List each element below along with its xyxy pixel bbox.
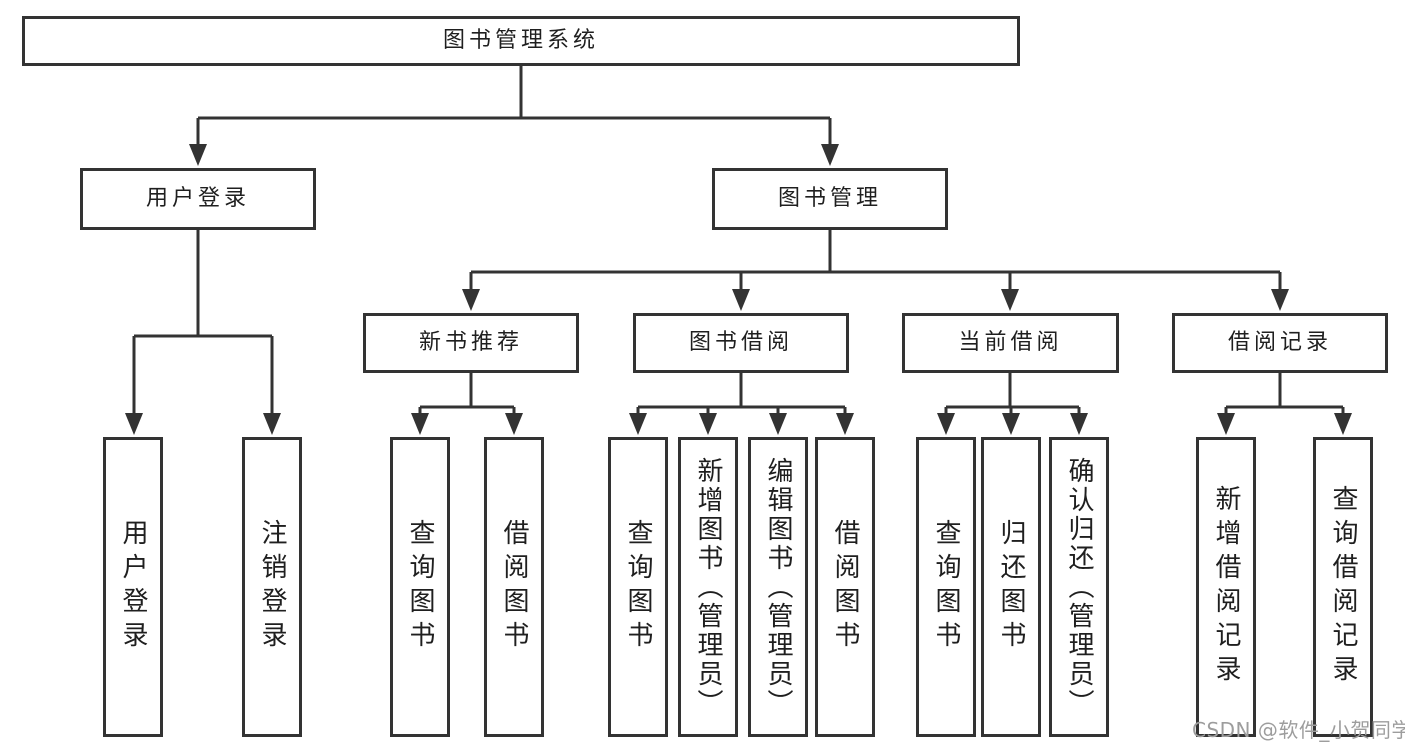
- leaf-query-borrow-record: 查询借阅记录: [1313, 437, 1373, 737]
- node-current-borrow-label: 当前借阅: [958, 330, 1063, 355]
- node-book-borrow: 图书借阅: [633, 313, 849, 373]
- node-user-login: 用户登录: [80, 168, 316, 230]
- connector-current-borrow-arrowheads: [937, 413, 1088, 435]
- node-new-book-recommend-label: 新书推荐: [418, 330, 523, 355]
- node-borrow-records: 借阅记录: [1172, 313, 1388, 373]
- connector-root: [196, 66, 832, 146]
- leaf-query-books-2-label: 查询图书: [623, 519, 653, 655]
- leaf-borrow-books-2: 借阅图书: [815, 437, 875, 737]
- leaf-edit-book-admin-label: 编辑图书（管理员）: [763, 456, 793, 718]
- leaf-query-borrow-record-label: 查询借阅记录: [1328, 485, 1358, 689]
- connector-current-borrow: [944, 373, 1081, 413]
- connector-user-login: [132, 230, 274, 413]
- leaf-query-books-1-label: 查询图书: [405, 519, 435, 655]
- node-book-management-label: 图书管理: [777, 186, 882, 211]
- leaf-query-books-3: 查询图书: [916, 437, 976, 737]
- connector-book-management-arrowheads: [462, 289, 1289, 311]
- node-user-login-label: 用户登录: [145, 186, 250, 211]
- leaf-return-books-label: 归还图书: [996, 519, 1026, 655]
- node-book-borrow-label: 图书借阅: [688, 330, 793, 355]
- connector-borrow-records: [1224, 373, 1345, 413]
- connector-new-book-recommend: [418, 373, 516, 413]
- leaf-add-borrow-record: 新增借阅记录: [1196, 437, 1256, 737]
- connector-book-borrow-arrowheads: [629, 413, 854, 435]
- leaf-user-login-label: 用户登录: [118, 519, 148, 655]
- leaf-confirm-return-admin-label: 确认归还（管理员）: [1064, 456, 1094, 718]
- leaf-borrow-books-2-label: 借阅图书: [830, 519, 860, 655]
- leaf-query-books-1: 查询图书: [390, 437, 450, 737]
- connector-root-arrowheads: [189, 144, 839, 166]
- leaf-query-books-3-label: 查询图书: [931, 519, 961, 655]
- node-root-system-label: 图书管理系统: [442, 28, 599, 53]
- node-current-borrow: 当前借阅: [902, 313, 1119, 373]
- leaf-add-borrow-record-label: 新增借阅记录: [1211, 485, 1241, 689]
- leaf-logout-login: 注销登录: [242, 437, 302, 737]
- leaf-add-book-admin-label: 新增图书（管理员）: [693, 456, 723, 718]
- leaf-edit-book-admin: 编辑图书（管理员）: [748, 437, 808, 737]
- connector-new-book-recommend-arrowheads: [411, 413, 523, 435]
- leaf-user-login: 用户登录: [103, 437, 163, 737]
- leaf-query-books-2: 查询图书: [608, 437, 668, 737]
- leaf-borrow-books-1-label: 借阅图书: [499, 519, 529, 655]
- node-borrow-records-label: 借阅记录: [1227, 330, 1332, 355]
- leaf-add-book-admin: 新增图书（管理员）: [678, 437, 738, 737]
- leaf-confirm-return-admin: 确认归还（管理员）: [1049, 437, 1109, 737]
- connector-book-borrow: [636, 373, 847, 413]
- node-new-book-recommend: 新书推荐: [363, 313, 579, 373]
- watermark-text: CSDN @软件_小贺同学: [1192, 718, 1405, 742]
- connector-book-management: [469, 230, 1282, 289]
- leaf-borrow-books-1: 借阅图书: [484, 437, 544, 737]
- leaf-return-books: 归还图书: [981, 437, 1041, 737]
- connector-borrow-records-arrowheads: [1217, 413, 1352, 435]
- node-root-system: 图书管理系统: [22, 16, 1020, 66]
- connector-user-login-arrowheads: [125, 413, 281, 435]
- leaf-logout-login-label: 注销登录: [257, 519, 287, 655]
- node-book-management: 图书管理: [712, 168, 948, 230]
